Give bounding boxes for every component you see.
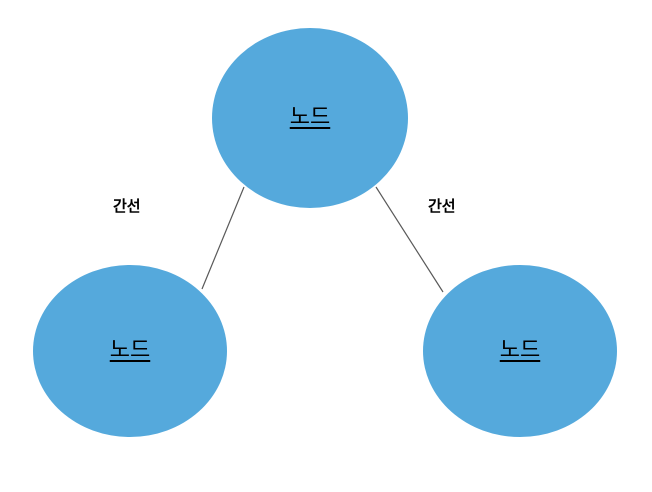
edge-line-top-to-bottom-left <box>201 186 245 290</box>
graph-node-top[interactable]: 노드 <box>212 28 408 208</box>
graph-node-bottom-left[interactable]: 노드 <box>33 265 227 437</box>
edge-label-left: 간선 <box>113 197 141 215</box>
node-label-bottom-left: 노드 <box>109 338 151 363</box>
node-label-top: 노드 <box>289 105 331 130</box>
graph-node-bottom-right[interactable]: 노드 <box>423 265 617 437</box>
node-label-bottom-right: 노드 <box>499 338 541 363</box>
edge-line-top-to-bottom-right <box>375 186 444 293</box>
edge-label-right: 간선 <box>428 197 456 215</box>
